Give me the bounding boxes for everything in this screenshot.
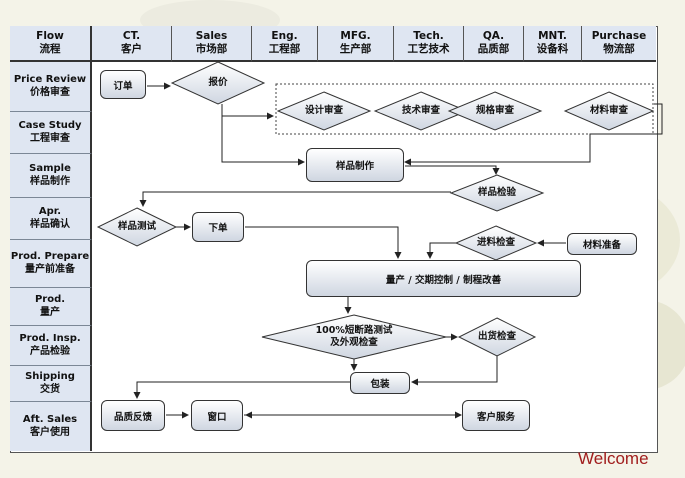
header-qa: QA.品质部 <box>464 26 524 62</box>
quote-label[interactable]: 报价 <box>208 77 228 88</box>
review-group-boundary <box>275 83 654 135</box>
material-prep-box[interactable]: 材料准备 <box>567 233 637 255</box>
header-customer: CT.客户 <box>92 26 172 62</box>
sample-test-label[interactable]: 样品测试 <box>117 221 156 232</box>
tech-review-label[interactable]: 技术审查 <box>401 105 440 116</box>
spec-review-diamond <box>447 91 543 131</box>
material-review-diamond <box>563 91 655 131</box>
final-test-label[interactable]: 100%短断路测试 及外观检查 <box>315 325 393 348</box>
incoming-inspection-label[interactable]: 进料检查 <box>476 237 515 248</box>
mass-production-box[interactable]: 量产 / 交期控制 / 制程改善 <box>306 260 581 297</box>
tech-review-diamond <box>373 91 469 131</box>
place-order-box[interactable]: 下单 <box>192 212 244 242</box>
lane-prod-inspection: Prod. Insp.产品检验 <box>10 326 92 366</box>
packing-box[interactable]: 包装 <box>350 372 410 394</box>
welcome-text: Welcome <box>578 449 649 468</box>
lane-production: Prod.量产 <box>10 288 92 326</box>
outgoing-inspection-label[interactable]: 出货检查 <box>477 331 516 342</box>
quality-feedback-box[interactable]: 品质反馈 <box>101 400 165 431</box>
header-technology: Tech.工艺技术 <box>394 26 464 62</box>
sample-inspection-diamond <box>449 174 545 212</box>
quote-diamond <box>170 61 266 105</box>
sample-test-diamond <box>96 207 178 247</box>
header-manufacturing: MFG.生产部 <box>318 26 394 62</box>
lane-approval: Apr.样品确认 <box>10 198 92 240</box>
header-maintenance: MNT.设备科 <box>524 26 582 62</box>
spec-review-label[interactable]: 规格审查 <box>475 105 514 116</box>
design-review-diamond <box>276 91 372 131</box>
header-engineering: Eng.工程部 <box>252 26 318 62</box>
sample-inspection-label[interactable]: 样品检验 <box>477 187 516 198</box>
design-review-label[interactable]: 设计审查 <box>304 105 343 116</box>
window-box[interactable]: 窗口 <box>191 400 243 431</box>
sample-making-box[interactable]: 样品制作 <box>306 148 404 182</box>
material-review-label[interactable]: 材料审查 <box>589 105 628 116</box>
order-box[interactable]: 订单 <box>100 70 146 99</box>
customer-service-box[interactable]: 客户服务 <box>462 400 530 431</box>
